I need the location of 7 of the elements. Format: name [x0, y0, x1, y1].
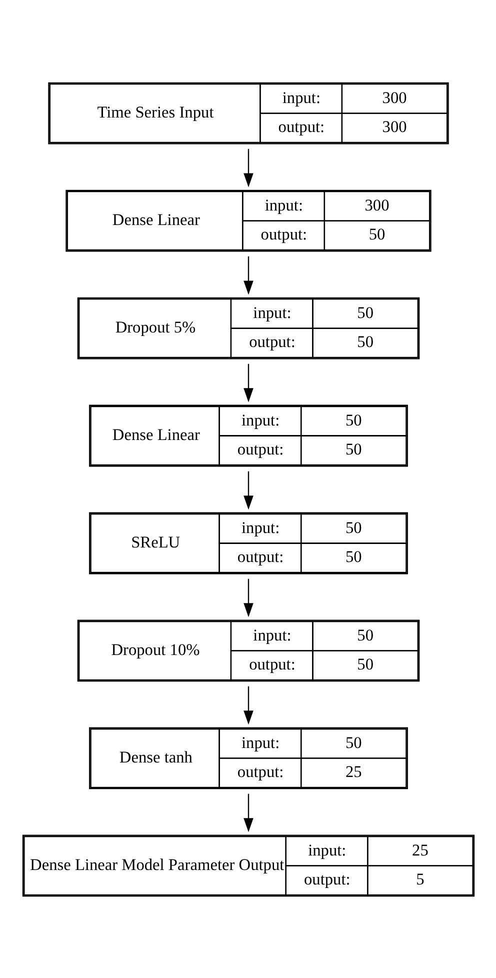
arrow: [243, 256, 253, 294]
arrow: [243, 578, 253, 617]
arrow: [243, 470, 253, 510]
arrow: [243, 148, 253, 187]
arrow: [243, 793, 253, 832]
arrow: [243, 363, 253, 402]
arrow: [243, 686, 253, 724]
